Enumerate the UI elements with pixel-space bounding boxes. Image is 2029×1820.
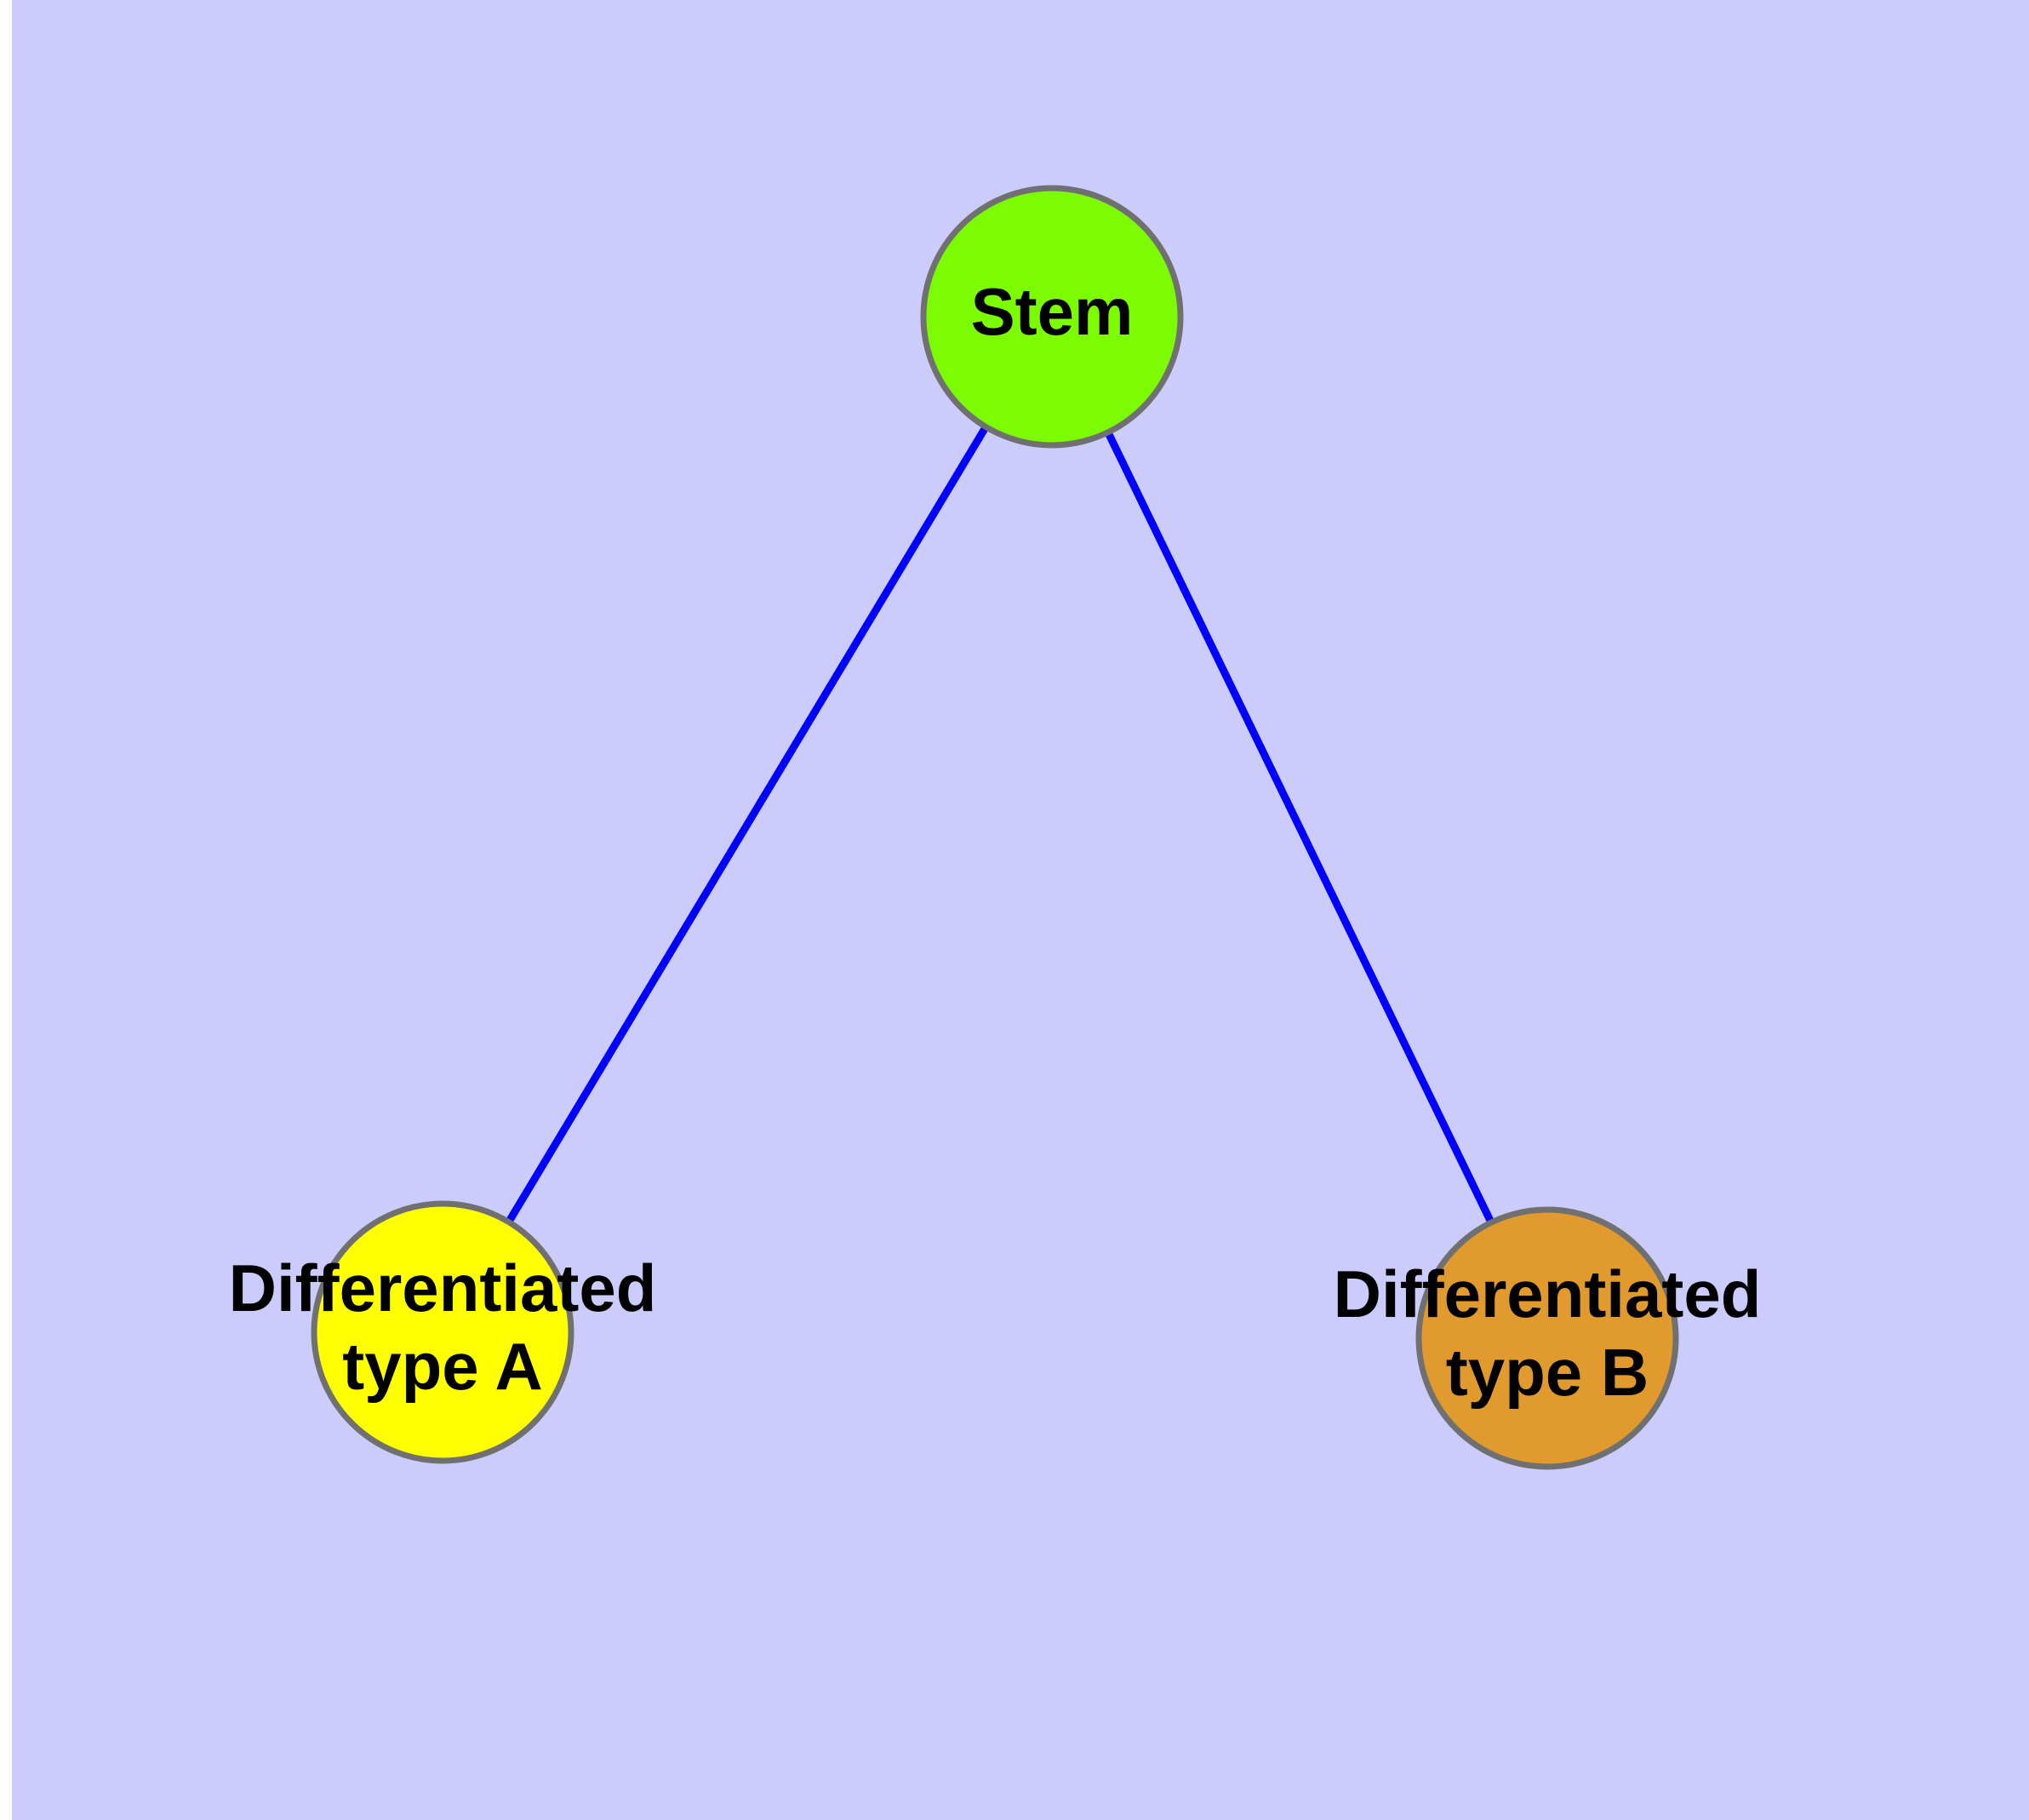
node-label-line: type A xyxy=(342,1329,543,1404)
node-stem[interactable] xyxy=(920,185,1184,449)
node-label-stem: Stem xyxy=(971,274,1134,349)
edges-layer xyxy=(504,423,1496,1226)
node-diff_a[interactable] xyxy=(311,1200,574,1464)
node-label-line: Differentiated xyxy=(1334,1256,1762,1331)
node-label-line: Stem xyxy=(971,274,1134,349)
edge-stem-diff-a[interactable] xyxy=(504,423,991,1226)
node-label-line: Differentiated xyxy=(229,1251,657,1325)
node-label-line: type B xyxy=(1446,1335,1649,1410)
edge-stem-diff-b[interactable] xyxy=(1103,429,1496,1226)
node-diff_b[interactable] xyxy=(1415,1206,1679,1470)
